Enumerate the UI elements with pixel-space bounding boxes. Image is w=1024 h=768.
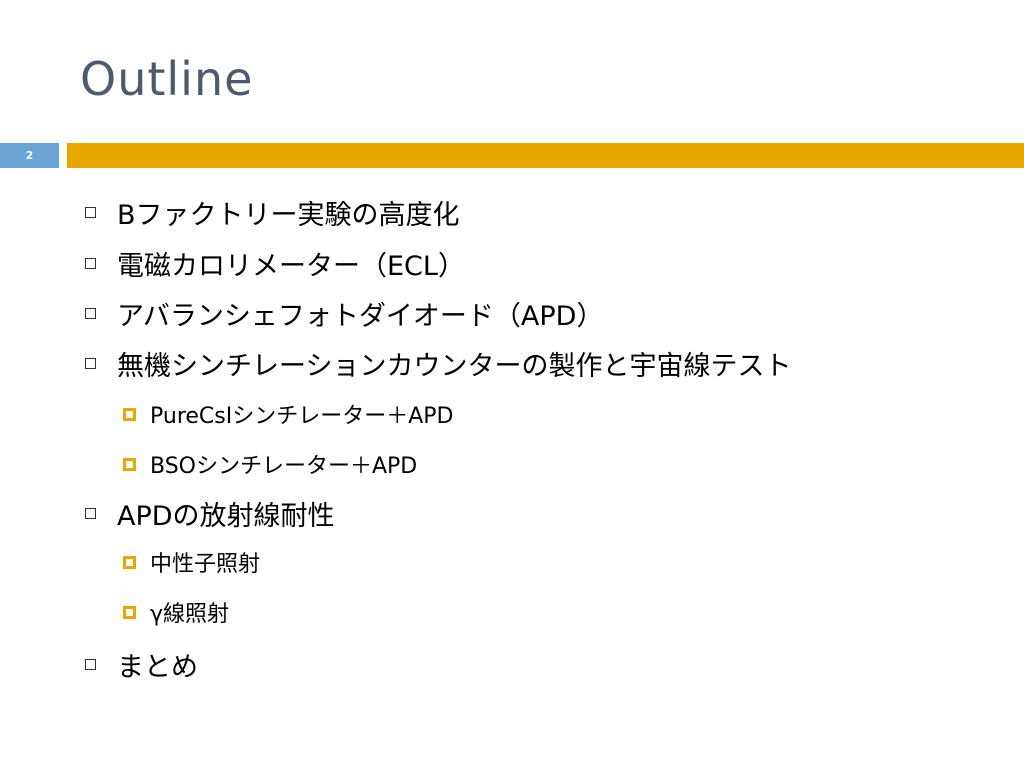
filled-square-bullet-icon (123, 407, 136, 421)
sub-bullet-item: 中性子照射 (0, 546, 260, 578)
accent-bar (67, 143, 1024, 168)
bullet-text: APDの放射線耐性 (117, 501, 335, 532)
bullet-text: 電磁カロリメーター（ECL） (117, 251, 465, 282)
bullet-text: 無機シンチレーションカウンターの製作と宇宙線テスト (117, 351, 792, 382)
bullet-text: アバランシェフォトダイオード（APD） (117, 301, 604, 332)
sub-bullet-item: PureCsIシンチレーター＋APD (0, 398, 454, 430)
bullet-item: APDの放射線耐性 (0, 494, 335, 533)
square-bullet-icon (85, 508, 96, 519)
filled-square-bullet-icon (123, 605, 136, 619)
bullet-text: γ線照射 (150, 602, 230, 627)
sub-bullet-item: γ線照射 (0, 596, 229, 628)
slide-title: Outline (80, 52, 254, 106)
filled-square-bullet-icon (123, 457, 136, 471)
bullet-item: 電磁カロリメーター（ECL） (0, 244, 465, 283)
bullet-item: 無機シンチレーションカウンターの製作と宇宙線テスト (0, 344, 791, 383)
bullet-text: 中性子照射 (150, 552, 261, 577)
square-bullet-icon (85, 358, 96, 369)
square-bullet-icon (85, 308, 96, 319)
filled-square-bullet-icon (123, 555, 136, 569)
square-bullet-icon (85, 207, 96, 218)
bullet-item: まとめ (0, 645, 198, 684)
bullet-item: Bファクトリー実験の高度化 (0, 193, 460, 232)
square-bullet-icon (85, 659, 96, 670)
sub-bullet-item: BSOシンチレーター＋APD (0, 448, 417, 480)
bullet-text: Bファクトリー実験の高度化 (117, 200, 460, 231)
bullet-text: PureCsIシンチレーター＋APD (150, 404, 454, 429)
bullet-item: アバランシェフォトダイオード（APD） (0, 294, 603, 333)
slide-number: 2 (0, 143, 59, 168)
bullet-text: まとめ (117, 652, 198, 683)
square-bullet-icon (85, 258, 96, 269)
bullet-text: BSOシンチレーター＋APD (150, 454, 418, 479)
